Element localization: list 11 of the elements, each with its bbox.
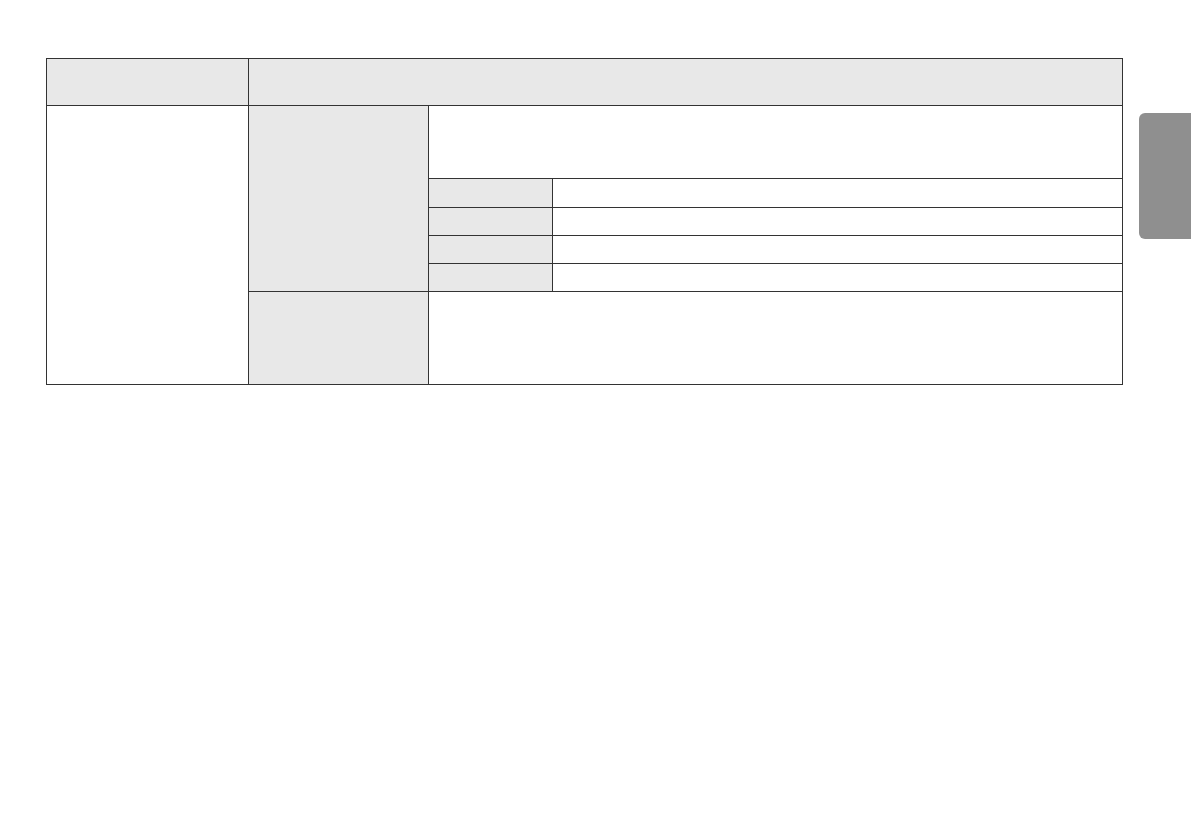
table-header-cell <box>248 58 1123 106</box>
table-cell <box>248 105 429 292</box>
table-cell <box>428 178 553 208</box>
table-cell <box>248 291 429 385</box>
table-cell <box>428 235 553 264</box>
table-cell <box>428 207 553 236</box>
table-cell <box>428 291 1123 385</box>
table-cell <box>46 105 249 385</box>
table-cell <box>428 263 553 292</box>
table-header-cell <box>46 58 249 106</box>
side-tab <box>1139 113 1191 239</box>
